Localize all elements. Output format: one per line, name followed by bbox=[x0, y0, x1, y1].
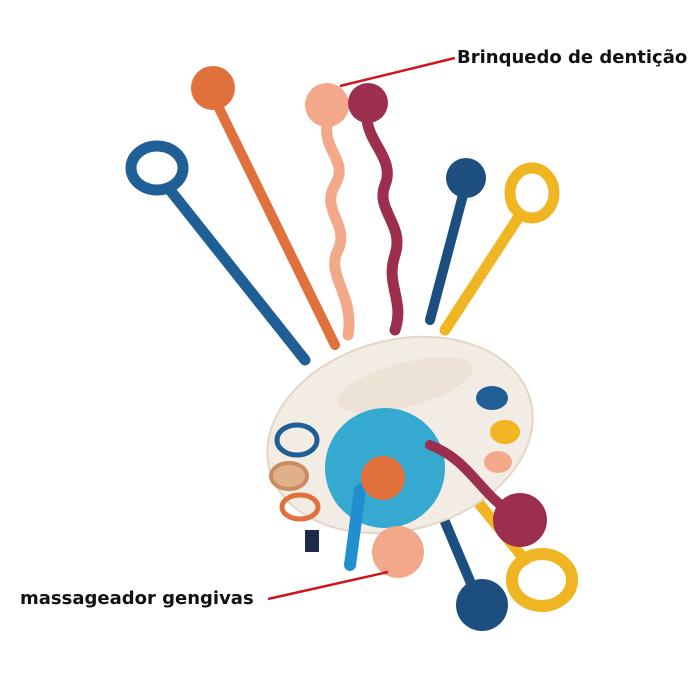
navy-stick bbox=[425, 190, 468, 325]
peach-massager-knob bbox=[372, 526, 424, 578]
base-holes bbox=[269, 386, 520, 522]
blue-lower-stick bbox=[344, 484, 366, 571]
navy-lower-knob bbox=[456, 579, 508, 631]
orange-stick bbox=[210, 95, 340, 350]
teether-leader-line bbox=[339, 56, 456, 88]
blue-ring bbox=[125, 140, 189, 196]
gum-massager-label: massageador gengivas bbox=[20, 588, 254, 609]
maroon-wavy-stick bbox=[361, 114, 404, 336]
orange-knob bbox=[191, 66, 235, 110]
tag bbox=[305, 530, 319, 552]
base-top-ridge bbox=[337, 357, 473, 413]
peach-wavy-stick bbox=[321, 114, 355, 341]
maroon-lower-knob bbox=[493, 493, 547, 547]
yellow-lower-ring bbox=[506, 548, 578, 612]
yellow-ring bbox=[504, 162, 560, 224]
massager-leader-line bbox=[267, 570, 389, 601]
blue-loop-stick bbox=[164, 184, 311, 366]
navy-knob bbox=[446, 158, 486, 198]
peach-knob bbox=[305, 83, 349, 127]
yellow-loop-stick bbox=[439, 209, 526, 336]
teether-label: Brinquedo de dentição bbox=[457, 47, 688, 68]
orange-small-knob bbox=[361, 456, 405, 500]
maroon-knob bbox=[348, 83, 388, 123]
